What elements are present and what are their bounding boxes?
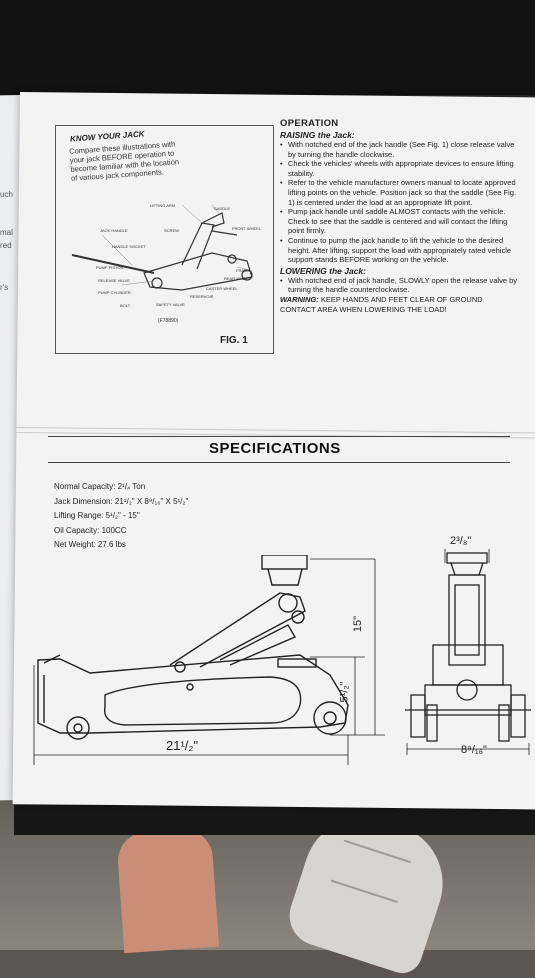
part-label: LIFTING ARM xyxy=(150,203,176,208)
specifications-list: Normal Capacity: 2¹/₄ Ton Jack Dimension… xyxy=(54,480,188,553)
part-label: SADDLE xyxy=(214,206,231,211)
part-label: FRONT WHEEL xyxy=(232,226,262,231)
section-divider xyxy=(48,436,510,437)
part-label: REAR WHEEL xyxy=(224,276,251,281)
part-label: SCREW xyxy=(164,228,179,233)
part-label: BOLT xyxy=(120,303,131,308)
know-your-jack-text: Compare these illustrations with your ja… xyxy=(68,139,180,183)
specifications-title: SPECIFICATIONS xyxy=(209,440,341,457)
part-label: PUMP CYLINDER xyxy=(98,290,131,295)
raising-step: With notched end of the jack handle (See… xyxy=(280,140,520,159)
lowering-step: With notched end of jack handle, SLOWLY … xyxy=(280,276,520,295)
raising-step: Pump jack handle until saddle ALMOST con… xyxy=(280,207,520,236)
spec-item: Normal Capacity: 2¹/₄ Ton xyxy=(54,482,146,491)
figure-code: (F78890) xyxy=(158,318,179,324)
spec-item: Net Weight: 27.6 lbs xyxy=(54,540,126,549)
section-divider xyxy=(48,462,510,463)
dark-table-edge xyxy=(0,0,535,95)
operation-section: OPERATION RAISING the Jack: With notched… xyxy=(280,118,520,314)
sheet-shadow xyxy=(14,805,535,835)
spec-item: Lifting Range: 5¹/₂" - 15" xyxy=(54,511,140,520)
part-label: FRAME xyxy=(236,268,250,273)
dimension-width: 8⁹/₁₆" xyxy=(461,744,487,756)
part-label: CASTER WHEEL xyxy=(206,286,238,291)
raising-step: Continue to pump the jack handle to lift… xyxy=(280,236,520,265)
fragment-text: r's xyxy=(0,283,9,292)
jack-front-view-drawing xyxy=(405,549,531,755)
lowering-heading: LOWERING the Jack: xyxy=(280,265,366,276)
spec-item: Jack Dimension: 21¹/₂" X 8⁹/₁₆" X 5¹/₂" xyxy=(54,496,189,506)
warning-label: WARNING: xyxy=(280,294,319,304)
part-label: HANDLE SOCKET xyxy=(112,244,146,249)
part-label: SAFETY VALVE xyxy=(156,302,185,307)
jack-parts-illustration xyxy=(71,204,253,291)
raising-step: Check the vehicles' wheels with appropri… xyxy=(280,159,520,178)
part-label: RESERVOIR xyxy=(190,294,214,299)
spec-item: Oil Capacity: 100CC xyxy=(54,525,127,535)
leg xyxy=(115,826,220,954)
operation-heading: OPERATION xyxy=(280,118,339,129)
warning: WARNING: KEEP HANDS AND FEET CLEAR OF GR… xyxy=(280,295,520,314)
part-label: PUMP PISTON xyxy=(96,265,124,270)
fragment-text: red xyxy=(0,241,12,250)
jack-side-view-drawing xyxy=(33,555,385,765)
dimension-height-min: 5¹/₂" xyxy=(338,681,351,703)
warning-text: KEEP HANDS AND FEET CLEAR OF GROUND CONT… xyxy=(280,294,483,314)
know-your-jack-box xyxy=(55,125,274,354)
figure-label: FIG. 1 xyxy=(220,335,248,346)
fragment-text: mal xyxy=(0,228,13,237)
dimension-saddle-width: 2³/₈" xyxy=(450,535,472,547)
part-label: RELEASE VALVE xyxy=(98,278,130,283)
dimension-length: 21¹/₂" xyxy=(166,738,199,753)
dimension-height-max: 15" xyxy=(352,615,365,633)
part-label: JACK HANDLE xyxy=(100,228,128,233)
fragment-text: uch xyxy=(0,190,13,199)
raising-heading: RAISING the Jack: xyxy=(280,130,355,140)
raising-step: Refer to the vehicle manufacturer owners… xyxy=(280,178,520,207)
